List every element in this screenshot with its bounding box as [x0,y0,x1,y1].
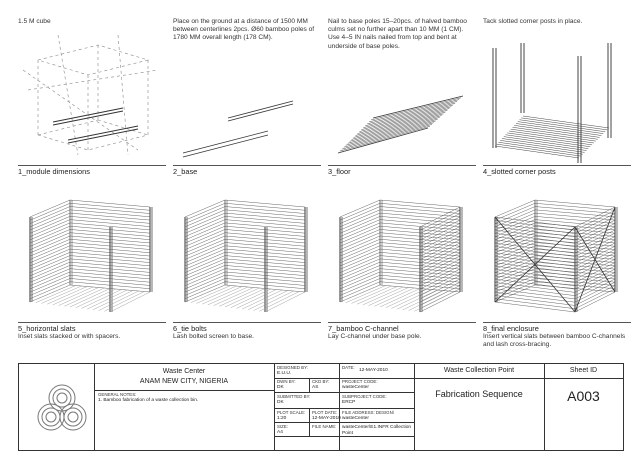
plot-date-label: PLOT DATE: [312,410,338,415]
c-channel-drawing [339,199,463,313]
size-label: SIZE: [277,424,288,429]
panel-subcaption: Lay C-channel under base pole. [328,333,422,340]
designed-by: E.U.U. [277,371,292,376]
panel-note: 1.5 M cube [18,18,51,25]
project-code-label: PROJECT CODE: [342,379,378,384]
plot-date: 12-MAY-2010 [312,416,341,421]
sheet-title: Fabrication Sequence [435,389,523,399]
tie-bolts-drawing [184,199,308,313]
file-address-label: FILE ADDRESS: DESIGN\ [342,410,394,415]
panel-caption: 5_horizontal slats [18,322,166,333]
panel-caption: 8_final enclosure [483,322,631,333]
panel-bamboo-c-channel: 7_bamboo C-channel Lay C-channel under b… [328,195,476,355]
panel-caption: 2_base [173,165,321,176]
plot-scale-label: PLOT SCALE: [277,410,306,415]
corner-posts-drawing [492,43,612,163]
final-enclosure-drawing [494,199,618,313]
panel-caption: 7_bamboo C-channel [328,322,476,333]
submitted-by-label: SUBMITTED BY: [277,394,311,399]
file-name: wasteCenter\E1.INFR Collection Point [342,425,412,436]
panel-floor: Nail to base poles 15–20pcs. of halved b… [328,18,476,176]
panel-subcaption: Lash bolted screen to base. [173,333,255,340]
panel-slotted-corner-posts: Tack slotted corner posts in place. 4_sl… [483,18,631,176]
dwn-by-label: DWN BY: [277,379,296,384]
sheet-id: A003 [567,388,600,404]
panel-note: Place on the ground at a distance of 150… [173,18,316,42]
subproject-code-label: SUBPROJECT CODE: [342,394,387,399]
project-location: ANAM NEW CITY, NIGERIA [139,378,229,385]
panel-caption: 3_floor [328,165,476,176]
dwn-by: DK [277,385,284,390]
panel-module-dimensions: 1.5 M cube 1_module dimensions [18,18,166,176]
size: A4 [277,430,283,435]
panel-final-enclosure: 8_final enclosure Insert vertical slats … [483,195,631,355]
submitted-by: DK [277,400,284,405]
ckd-by: AS [312,385,319,390]
project-name: Waste Center [162,368,206,375]
floor-slats-drawing [337,95,464,154]
panel-subcaption: Inset slats stacked or with spacers. [18,333,121,340]
sheet-id-label: Sheet ID [569,367,598,374]
logo-icon [37,384,87,431]
panel-horizontal-slats: 5_horizontal slats Inset slats stacked o… [18,195,166,355]
ckd-by-label: CKD BY: [312,379,330,384]
file-name-label: FILE NAME: [312,424,337,429]
drawing-title: Waste Collection Point [443,367,515,374]
designed-by-label: DESIGNED BY: [277,365,308,370]
panel-tie-bolts: 6_tie bolts Lash bolted screen to base. [173,195,321,355]
panel-caption: 1_module dimensions [18,165,166,176]
horizontal-slats-drawing [29,199,153,313]
subproject-code: ERCP [342,400,356,405]
title-block: Waste Center ANAM NEW CITY, NIGERIA GENE… [18,363,624,451]
file-address: wasteCenter [342,416,369,421]
module-dimensions-drawing [22,34,159,156]
plot-scale: 1:20 [277,416,287,421]
general-notes: 1. Bamboo fabrication of a waste collect… [98,398,199,403]
panel-subcaption: Insert vertical slats between bamboo C-c… [483,333,626,348]
panel-base: Place on the ground at a distance of 150… [173,18,321,176]
base-poles-drawing [182,100,294,158]
panel-note: Nail to base poles 15–20pcs. of halved b… [328,18,469,50]
panel-caption: 4_slotted corner posts [483,165,631,176]
date-label: DATE: [342,365,355,370]
date: 12-MAY-2010 [359,368,388,373]
panel-note: Tack slotted corner posts in place. [483,18,583,25]
project-code: wasteCenter [342,385,369,390]
general-notes-label: GENERAL NOTES: [98,392,137,397]
panel-caption: 6_tie bolts [173,322,321,333]
